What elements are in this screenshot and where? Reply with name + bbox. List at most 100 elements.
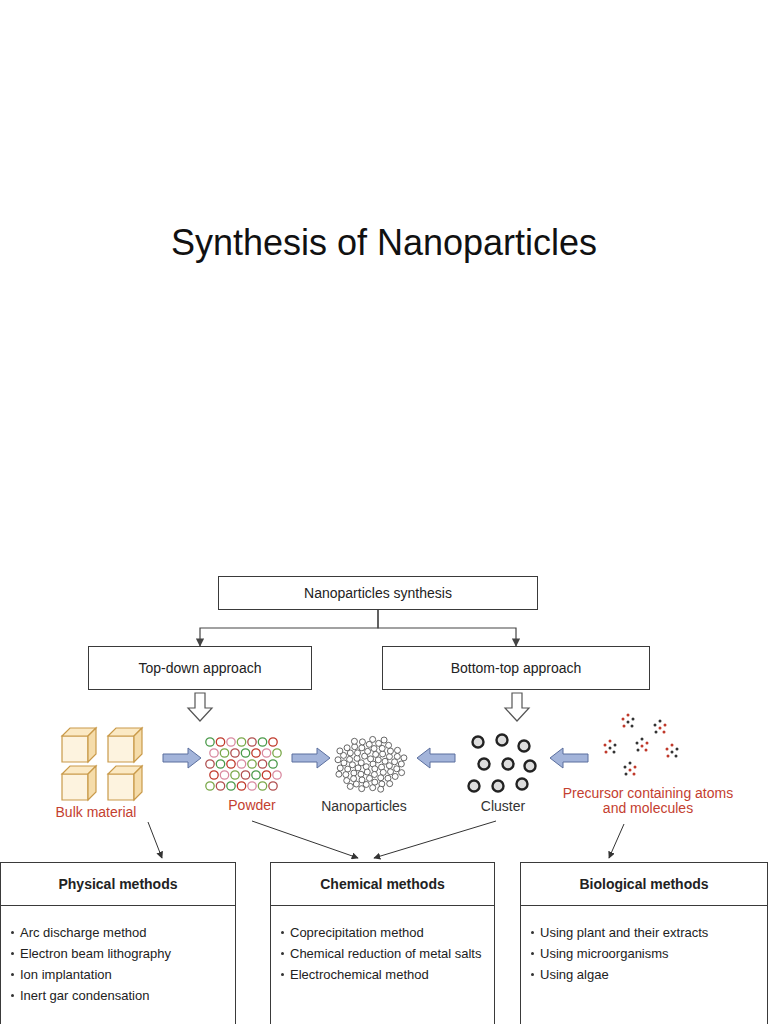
illustration-label: Nanoparticles (309, 799, 419, 814)
method-item: Electrochemical method (290, 966, 429, 983)
precursor-atom (623, 725, 626, 728)
approach-box: Nanoparticles synthesis (218, 576, 538, 610)
bullet-dot (281, 931, 284, 934)
powder-grain (231, 749, 239, 757)
page-title: Synthesis of Nanoparticles (0, 222, 768, 264)
precursor-atom (604, 744, 607, 747)
powder-grain (269, 760, 277, 768)
cluster-particle (517, 779, 528, 790)
powder-grain (210, 749, 218, 757)
bullet-dot (531, 973, 534, 976)
powder-grain (248, 782, 256, 790)
bullet-row: Ion implantation (1, 966, 235, 983)
nanoparticle (335, 757, 341, 763)
precursor-atom (627, 721, 630, 724)
box-label: Nanoparticles synthesis (304, 585, 452, 601)
method-box: Biological methodsUsing plant and their … (520, 862, 768, 1024)
precursor-atom (634, 766, 637, 769)
precursor-atom (633, 773, 636, 776)
powder-grain (237, 782, 245, 790)
powder-grain (206, 738, 214, 746)
precursor-atom (629, 769, 632, 772)
precursor-atom (609, 740, 612, 743)
nanoparticle (386, 742, 392, 748)
nanoparticle (351, 738, 357, 744)
bullet-row: Inert gar condensation (1, 987, 235, 1004)
powder-grain (262, 749, 270, 757)
nanoparticle (347, 756, 353, 762)
precursor-atom (632, 718, 635, 721)
process-arrow (550, 748, 588, 768)
bullet-row: Chemical reduction of metal salts (271, 945, 494, 962)
method-heading: Chemical methods (271, 863, 494, 906)
particle-group (206, 714, 679, 793)
illustration-label: Cluster (468, 799, 538, 814)
nanoparticle (370, 736, 376, 742)
nanoparticle (386, 763, 392, 769)
branch-connector (200, 610, 378, 646)
nanoparticle (343, 772, 349, 778)
nanoparticle (394, 747, 400, 753)
nanoparticle (394, 753, 400, 759)
nanoparticle (380, 751, 386, 757)
nanoparticle (387, 781, 393, 787)
nanoparticle (337, 748, 343, 754)
method-item: Using algae (540, 966, 609, 983)
bullet-row: Using plant and their extracts (521, 924, 767, 941)
leader-arrow (374, 821, 496, 858)
precursor-atom (641, 745, 644, 748)
method-item: Electron beam lithography (20, 945, 171, 962)
nanoparticle (398, 761, 404, 767)
nanoparticle (355, 750, 361, 756)
nanoparticle (344, 778, 350, 784)
nanoparticle (359, 745, 365, 751)
powder-grain (210, 771, 218, 779)
powder-grain (269, 782, 277, 790)
precursor-atom (641, 738, 644, 741)
cluster-particle (493, 781, 504, 792)
nanoparticle (336, 771, 342, 777)
precursor-atom (645, 749, 648, 752)
cluster-particle (525, 761, 536, 772)
leader-arrow (148, 822, 162, 858)
bullet-dot (11, 931, 14, 934)
method-item: Using plant and their extracts (540, 924, 708, 941)
nanoparticle (351, 770, 357, 776)
nanoparticle (353, 781, 359, 787)
precursor-atom (667, 755, 670, 758)
hollow-arrow (188, 693, 212, 721)
method-item: Ion implantation (20, 966, 112, 983)
leader-arrow (609, 824, 624, 858)
precursor-atom (624, 766, 627, 769)
bullet-dot (531, 931, 534, 934)
illustration-label: Precursor containing atoms and molecules (560, 786, 736, 816)
nanoparticle (365, 748, 371, 754)
hollow-arrow (505, 693, 529, 721)
precursor-atom (671, 751, 674, 754)
powder-grain (216, 760, 224, 768)
method-item: Coprecipitation method (290, 924, 424, 941)
bullet-dot (531, 952, 534, 955)
powder-grain (220, 749, 228, 757)
bulk-cube (108, 728, 142, 762)
precursor-atom (622, 718, 625, 721)
nanoparticle (358, 771, 364, 777)
powder-grain (258, 738, 266, 746)
illustration-label: Bulk material (36, 805, 156, 820)
precursor-atom (609, 747, 612, 750)
method-box: Chemical methodsCoprecipitation methodCh… (270, 862, 495, 1024)
nanoparticle (355, 765, 361, 771)
nanoparticle (372, 766, 378, 772)
process-arrow (163, 748, 201, 768)
process-arrow (292, 748, 330, 768)
precursor-atom (676, 748, 679, 751)
powder-grain (248, 760, 256, 768)
leader-arrow (252, 821, 358, 858)
method-list: Arc discharge methodElectron beam lithog… (1, 906, 235, 1004)
precursor-atom (646, 742, 649, 745)
cluster-particle (479, 759, 490, 770)
method-heading: Biological methods (521, 863, 767, 906)
powder-grain (273, 749, 281, 757)
box-label: Bottom-top approach (451, 660, 582, 676)
method-item: Arc discharge method (20, 924, 146, 941)
